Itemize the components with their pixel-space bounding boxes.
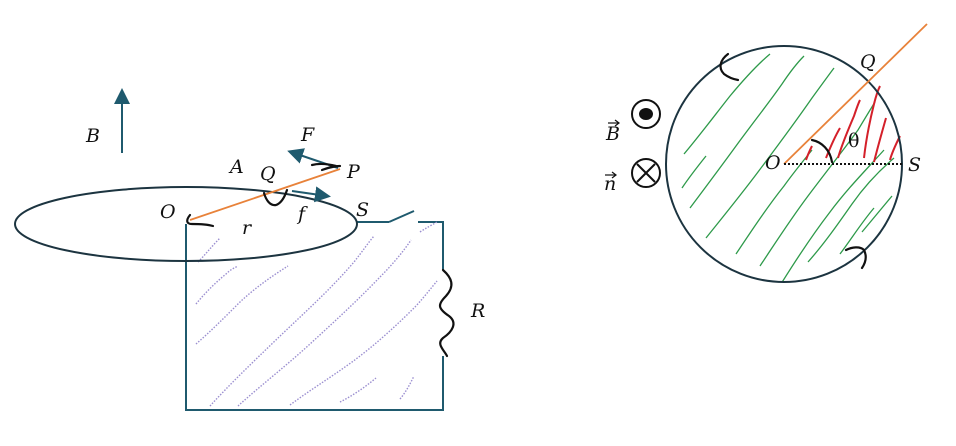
label-b: B [85, 125, 100, 147]
rod-oq [783, 23, 928, 165]
conducting-disk [14, 186, 358, 262]
label-s-right: S [908, 154, 921, 176]
resistor [438, 268, 455, 358]
hatch-area [195, 221, 438, 407]
mark-at-o [186, 213, 215, 228]
label-q-right: Q [860, 51, 876, 73]
normal-into-page-symbol [631, 158, 661, 188]
label-f-big: F [300, 124, 315, 146]
green-hatch [681, 53, 895, 282]
rotation-arrow-bottom [844, 246, 867, 270]
field-out-of-page-symbol [631, 99, 661, 129]
label-q: Q [260, 163, 276, 185]
label-o-right: O [765, 152, 781, 174]
label-n-vector: n [604, 173, 616, 195]
label-s: S [356, 199, 369, 221]
left-figure: B A [14, 88, 485, 411]
red-sector-hatch [805, 85, 901, 163]
label-a: A [228, 156, 244, 178]
angle-arc [810, 138, 834, 164]
mark-at-p [310, 162, 342, 172]
vector-arrowhead-n [611, 171, 617, 179]
label-o: O [160, 201, 176, 223]
mark-at-q [262, 188, 289, 207]
switch [388, 210, 415, 223]
label-p: P [346, 161, 361, 183]
rotation-arrow-top [719, 52, 740, 82]
force-arrow-f-small [291, 186, 331, 203]
label-b-vector: B [605, 123, 620, 145]
label-f-small: f [296, 203, 308, 225]
label-r-resistor: R [470, 300, 485, 322]
right-figure: Q O S θ B n [604, 23, 928, 283]
circuit-wire-right-top [418, 221, 444, 270]
label-theta: θ [848, 130, 859, 152]
vector-arrowhead-b [614, 119, 620, 127]
circuit-wire [185, 224, 444, 411]
label-r: r [242, 217, 253, 239]
